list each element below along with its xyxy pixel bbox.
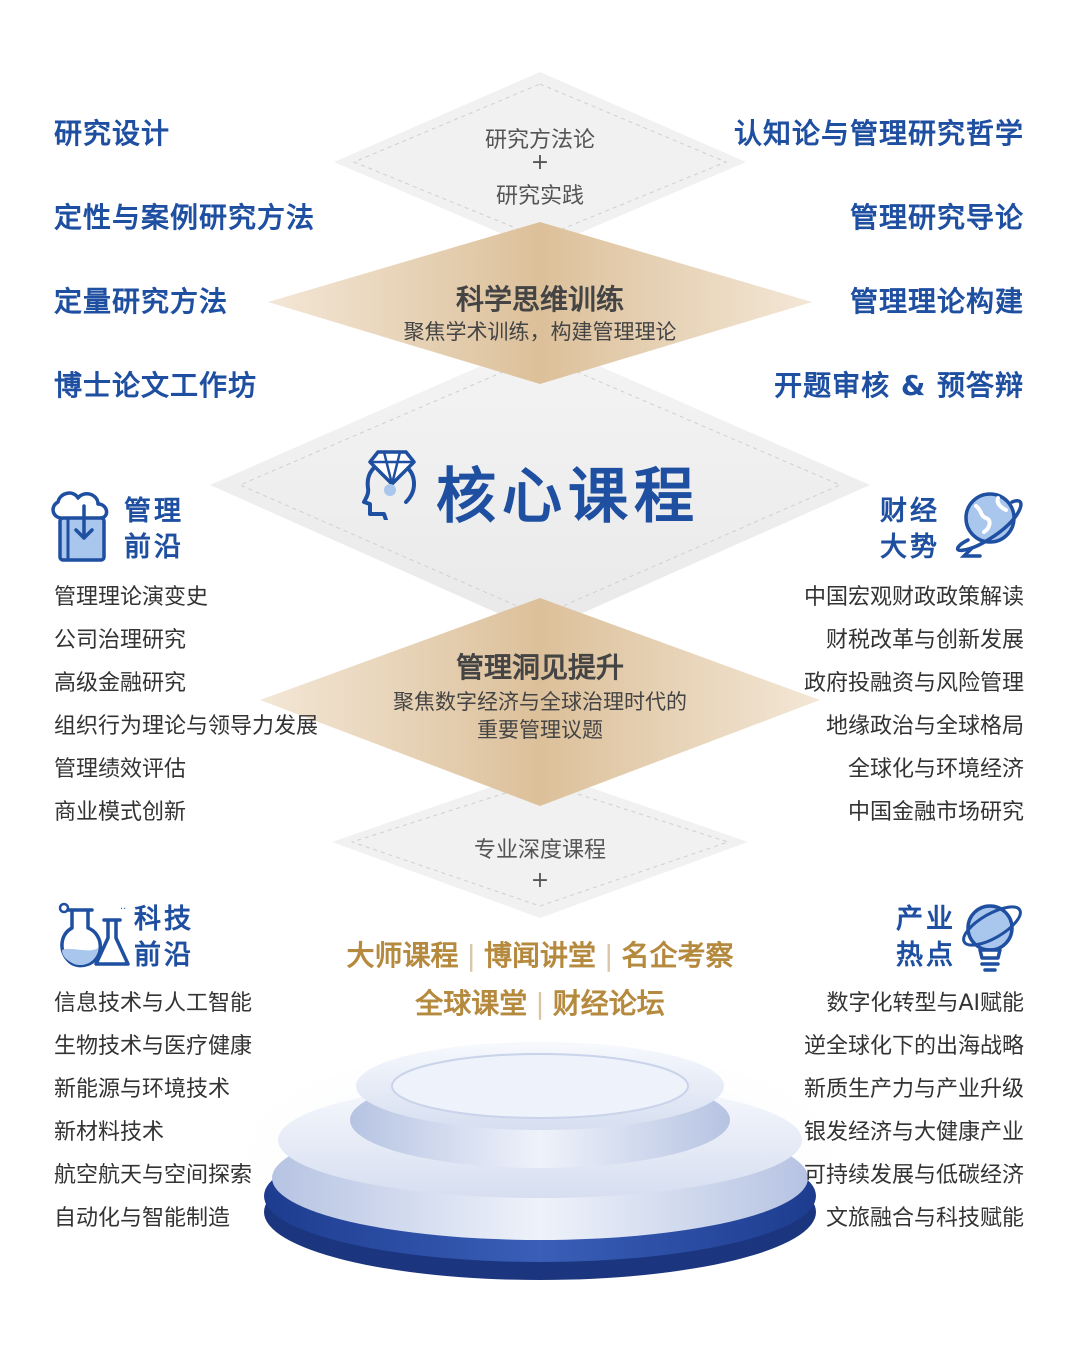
insight-line2: 重要管理议题 <box>477 718 603 742</box>
deep-title: 专业深度课程 <box>473 838 606 863</box>
deep-plus: + <box>530 868 550 893</box>
program-item: 全球课堂 <box>415 987 528 1020</box>
research-item: 研究设计 <box>54 117 171 150</box>
list-item: 生物技术与医疗健康 <box>54 1034 253 1059</box>
econ-title-line1: 财经 <box>880 496 940 527</box>
tech-category-title: 科技 前沿 <box>134 902 194 974</box>
top-layer-plus: + <box>530 150 550 175</box>
research-item: 认知论与管理研究哲学 <box>733 117 1024 150</box>
mgmt-title-line2: 前沿 <box>124 532 184 563</box>
podium <box>210 1030 870 1280</box>
tech-list: 信息技术与人工智能 生物技术与医疗健康 新能源与环境技术 新材料技术 航空航天与… <box>54 982 252 1240</box>
program-row-1: 大师课程|博闻讲堂|名企考察 <box>346 939 734 972</box>
program-item: 财经论坛 <box>552 987 665 1020</box>
insight-title: 管理洞见提升 <box>455 651 624 684</box>
mgmt-title-line1: 管理 <box>124 496 184 527</box>
tech-title-line2: 前沿 <box>134 940 194 971</box>
program-row-2: 全球课堂|财经论坛 <box>415 987 665 1020</box>
lightbulb-icon <box>962 904 1022 972</box>
list-item: 高级金融研究 <box>54 671 187 696</box>
list-item: 政府投融资与风险管理 <box>803 671 1024 696</box>
list-item: 自动化与智能制造 <box>54 1206 231 1231</box>
program-item: 大师课程 <box>346 939 459 972</box>
deep-diamond <box>332 770 748 918</box>
list-item: 航空航天与空间探索 <box>54 1163 253 1188</box>
industry-list: 数字化转型与AI赋能 逆全球化下的出海战略 新质生产力与产业升级 银发经济与大健… <box>804 982 1024 1240</box>
insight-line1: 聚焦数字经济与全球治理时代的 <box>393 690 687 714</box>
globe-icon <box>955 492 1023 558</box>
list-item: 逆全球化下的出海战略 <box>803 1034 1024 1059</box>
list-item: 公司治理研究 <box>54 628 187 653</box>
research-item: 博士论文工作坊 <box>54 369 258 402</box>
list-item: 可持续发展与低碳经济 <box>803 1163 1024 1188</box>
top-layer-line2: 研究实践 <box>495 184 584 209</box>
cloud-book-icon <box>51 491 109 562</box>
brain-diamond-icon <box>362 450 417 520</box>
industry-title-line1: 产业 <box>896 904 956 935</box>
list-item: 新质生产力与产业升级 <box>803 1077 1024 1102</box>
program-item: 博闻讲堂 <box>483 939 596 972</box>
research-item: 管理研究导论 <box>849 201 1024 234</box>
list-item: 管理绩效评估 <box>54 757 187 782</box>
science-subtitle: 聚焦学术训练，构建管理理论 <box>403 320 677 344</box>
core-diamond <box>210 340 870 632</box>
science-title: 科学思维训练 <box>455 283 624 316</box>
research-item: 定性与案例研究方法 <box>54 201 316 234</box>
research-item: 开题审核 & 预答辩 <box>774 369 1024 402</box>
science-diamond <box>268 222 812 384</box>
list-item: 财税改革与创新发展 <box>825 628 1024 653</box>
research-item: 管理理论构建 <box>849 285 1024 318</box>
tech-title-line1: 科技 <box>134 904 194 935</box>
list-item: 数字化转型与AI赋能 <box>826 991 1024 1016</box>
svg-text:··: ·· <box>120 904 126 915</box>
insight-diamond <box>260 598 820 806</box>
research-item: 定量研究方法 <box>54 285 229 318</box>
mgmt-list: 管理理论演变史 公司治理研究 高级金融研究 组织行为理论与领导力发展 管理绩效评… <box>54 576 318 834</box>
list-item: 信息技术与人工智能 <box>54 991 253 1016</box>
list-item: 中国金融市场研究 <box>847 800 1024 825</box>
list-item: 银发经济与大健康产业 <box>803 1120 1024 1145</box>
core-title: 核心课程 <box>436 462 700 532</box>
list-item: 地缘政治与全球格局 <box>825 714 1024 739</box>
list-item: 文旅融合与科技赋能 <box>825 1206 1024 1231</box>
mgmt-category-title: 管理 前沿 <box>124 494 184 566</box>
econ-title-line2: 大势 <box>880 532 940 563</box>
list-item: 商业模式创新 <box>54 800 187 825</box>
list-item: 中国宏观财政政策解读 <box>803 585 1024 610</box>
list-item: 全球化与环境经济 <box>847 757 1024 782</box>
industry-category-title: 产业 热点 <box>896 902 956 974</box>
list-item: 组织行为理论与领导力发展 <box>54 714 319 739</box>
econ-category-title: 财经 大势 <box>880 494 940 566</box>
top-layer-line1: 研究方法论 <box>484 128 595 153</box>
list-item: 新能源与环境技术 <box>54 1077 231 1102</box>
industry-title-line2: 热点 <box>896 940 956 971</box>
list-item: 管理理论演变史 <box>54 585 209 610</box>
program-item: 名企考察 <box>621 939 734 972</box>
flask-icon: ·· <box>58 902 130 968</box>
econ-list: 中国宏观财政政策解读 财税改革与创新发展 政府投融资与风险管理 地缘政治与全球格… <box>804 576 1024 834</box>
list-item: 新材料技术 <box>54 1120 165 1145</box>
